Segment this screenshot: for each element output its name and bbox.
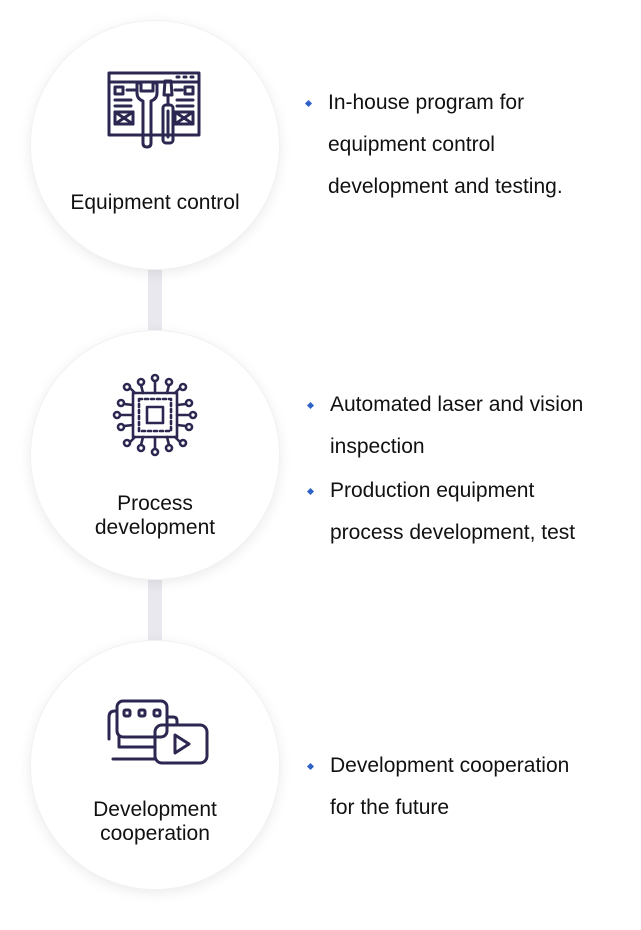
list-item: In-house program for equipment control d… — [304, 82, 628, 208]
list-item: Production equipment process development… — [306, 470, 630, 554]
development-cooperation-title: Development cooperation — [93, 798, 217, 845]
equipment-control-title: Equipment control — [70, 191, 240, 214]
development-cooperation-circle: Development cooperation — [31, 641, 279, 889]
development-cooperation-bullets: Development cooperation for the future — [306, 745, 630, 829]
bullet-text: Automated laser and vision inspection — [330, 393, 584, 458]
equipment-control-bullets: In-house program for equipment control d… — [304, 82, 628, 208]
connector-line-2 — [148, 575, 162, 647]
bullet-text: Production equipment process development… — [330, 479, 576, 544]
list-item: Development cooperation for the future — [306, 745, 630, 829]
processor-chip-icon — [95, 371, 215, 471]
list-item: Automated laser and vision inspection — [306, 384, 630, 468]
process-development-bullets: Automated laser and vision inspection Pr… — [306, 384, 630, 554]
bullet-diamond-icon — [306, 401, 315, 410]
bullet-text: In-house program for equipment control d… — [328, 91, 563, 198]
bullet-diamond-icon — [304, 99, 313, 108]
robot-video-icon — [95, 681, 215, 781]
process-development-title: Process development — [94, 492, 216, 539]
equipment-control-circle: Equipment control — [31, 21, 279, 269]
connector-line-1 — [148, 265, 162, 337]
tools-window-icon — [95, 61, 215, 161]
process-development-circle: Process development — [31, 331, 279, 579]
bullet-diamond-icon — [306, 487, 315, 496]
bullet-text: Development cooperation for the future — [330, 754, 570, 819]
bullet-diamond-icon — [306, 762, 315, 771]
